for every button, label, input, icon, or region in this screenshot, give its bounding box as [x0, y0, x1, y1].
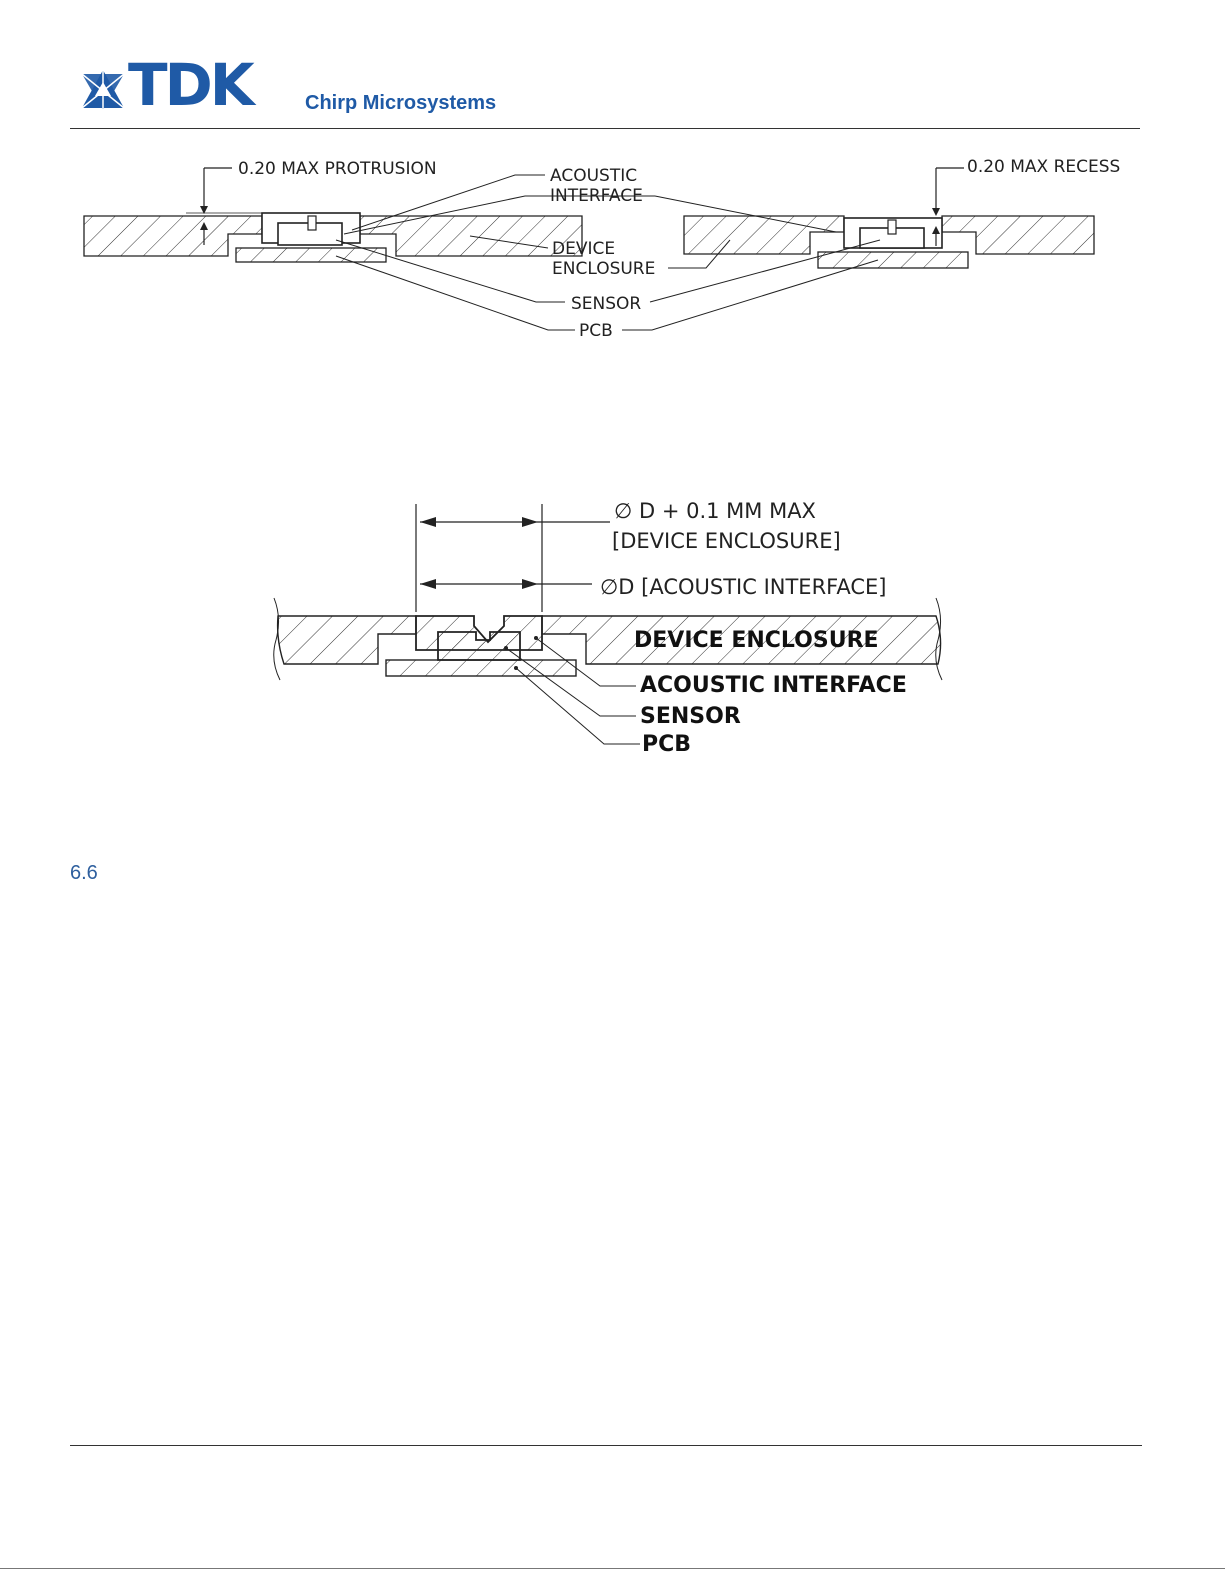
- device-enclosure-label-line1: DEVICE: [552, 239, 615, 259]
- pcb-label: PCB: [579, 321, 613, 341]
- pcb-callout: PCB: [642, 732, 691, 757]
- dimension-lines: [416, 504, 610, 612]
- acoustic-interface-callout: ACOUSTIC INTERFACE: [640, 673, 907, 698]
- tdk-star-logo-icon: [80, 68, 126, 112]
- acoustic-interface-label-line1: ACOUSTIC: [550, 166, 637, 186]
- mounting-cross-section-figure: 0.20 MAX PROTRUSION 0.20 MAX RECESS ACOU…: [0, 150, 1225, 350]
- page-header: TDK Chirp Microsystems: [0, 0, 1225, 132]
- header-subtitle: Chirp Microsystems: [305, 92, 496, 115]
- device-enclosure-label-line2: ENCLOSURE: [552, 259, 655, 279]
- header-divider: [70, 128, 1140, 129]
- outer-diameter-label-line1: ∅ D + 0.1 MM MAX: [614, 499, 816, 523]
- acoustic-interface-label-line2: INTERFACE: [550, 186, 643, 206]
- outer-diameter-label-line2: [DEVICE ENCLOSURE]: [612, 529, 841, 553]
- recess-label: 0.20 MAX RECESS: [967, 157, 1120, 177]
- protrusion-assembly: [84, 168, 582, 262]
- footer-divider: [70, 1445, 1142, 1446]
- section-number: 6.6: [70, 862, 98, 885]
- device-enclosure-callout: DEVICE ENCLOSURE: [634, 628, 879, 653]
- recess-assembly: [684, 168, 1094, 268]
- protrusion-label: 0.20 MAX PROTRUSION: [238, 159, 437, 179]
- acoustic-interface-dimension-figure: ∅ D + 0.1 MM MAX [DEVICE ENCLOSURE] ∅D […: [0, 490, 1225, 770]
- sensor-callout: SENSOR: [640, 704, 741, 729]
- sensor-label: SENSOR: [571, 294, 641, 314]
- pcb-part: [386, 660, 576, 676]
- inner-diameter-label: ∅D [ACOUSTIC INTERFACE]: [600, 575, 886, 599]
- brand-logo-text: TDK: [128, 56, 252, 114]
- page-edge-divider: [0, 1568, 1225, 1569]
